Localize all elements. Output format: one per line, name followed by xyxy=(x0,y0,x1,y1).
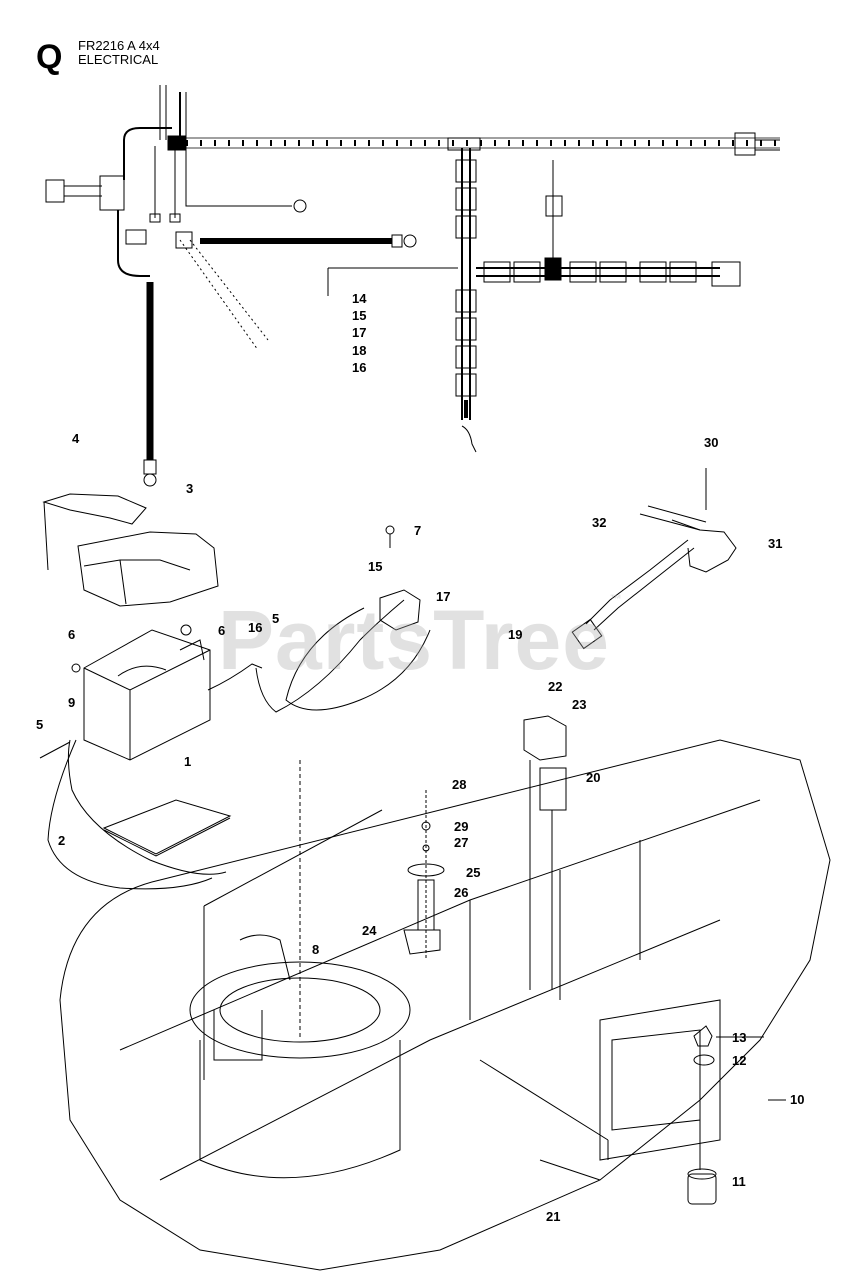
callout-22[interactable]: 22 xyxy=(548,679,563,694)
callout-24[interactable]: 24 xyxy=(362,923,377,938)
branch-sleeve-segments xyxy=(483,261,697,283)
section-title: ELECTRICAL xyxy=(78,52,159,67)
callout-17[interactable]: 17 xyxy=(352,325,367,340)
callout-6[interactable]: 6 xyxy=(68,627,76,642)
model-title: FR2216 A 4x4 xyxy=(78,38,160,53)
battery xyxy=(71,624,211,761)
switch-20 xyxy=(523,715,567,990)
callout-15-b[interactable]: 15 xyxy=(368,559,383,574)
callout-29[interactable]: 29 xyxy=(454,819,469,834)
callout-20[interactable]: 20 xyxy=(586,770,601,785)
switch-harness xyxy=(571,468,737,650)
knob-13-12 xyxy=(693,1025,764,1066)
wiring-harness xyxy=(45,85,780,487)
callout-11[interactable]: 11 xyxy=(732,1174,746,1189)
callout-4[interactable]: 4 xyxy=(72,431,80,446)
callout-30[interactable]: 30 xyxy=(704,435,719,450)
callout-14[interactable]: 14 xyxy=(352,291,367,306)
callout-16[interactable]: 16 xyxy=(352,360,367,375)
callout-17-b[interactable]: 17 xyxy=(436,589,451,604)
callout-32[interactable]: 32 xyxy=(592,515,607,530)
callout-13[interactable]: 13 xyxy=(732,1030,747,1045)
callout-5[interactable]: 5 xyxy=(272,611,280,626)
callout-8[interactable]: 8 xyxy=(312,942,320,957)
callout-19[interactable]: 19 xyxy=(508,627,523,642)
harness-sleeve-segments xyxy=(455,159,477,397)
callout-27[interactable]: 27 xyxy=(454,835,469,850)
callout-12[interactable]: 12 xyxy=(732,1053,747,1068)
watermark-text: PartsTree xyxy=(218,593,610,687)
callout-2[interactable]: 2 xyxy=(58,833,66,848)
callout-6-b[interactable]: 6 xyxy=(218,623,226,638)
callout-31[interactable]: 31 xyxy=(768,536,783,551)
battery-cover xyxy=(42,493,219,607)
screw-7 xyxy=(385,525,395,548)
callout-9[interactable]: 9 xyxy=(68,695,76,710)
callout-26[interactable]: 26 xyxy=(454,885,469,900)
callout-25[interactable]: 25 xyxy=(466,865,481,880)
solenoid xyxy=(285,589,431,711)
battery-cables xyxy=(39,599,405,890)
mounting-spring-assembly xyxy=(403,790,445,960)
rubber-bumper-11 xyxy=(687,1168,717,1205)
leader-lines xyxy=(203,760,701,1181)
callout-5-b[interactable]: 5 xyxy=(36,717,44,732)
callout-16-b[interactable]: 16 xyxy=(248,620,263,635)
callout-1[interactable]: 1 xyxy=(184,754,192,769)
partstree-watermark: PartsTree™ xyxy=(218,592,623,689)
callout-18[interactable]: 18 xyxy=(352,343,367,358)
callout-15[interactable]: 15 xyxy=(352,308,367,323)
battery-tray xyxy=(102,799,232,857)
callout-7[interactable]: 7 xyxy=(414,523,422,538)
callout-3[interactable]: 3 xyxy=(186,481,194,496)
callout-23[interactable]: 23 xyxy=(572,697,587,712)
callout-10[interactable]: 10 xyxy=(790,1092,805,1107)
callout-21[interactable]: 21 xyxy=(546,1209,561,1224)
section-letter: Q xyxy=(36,38,63,76)
tractor-frame xyxy=(59,739,831,1271)
callout-28[interactable]: 28 xyxy=(452,777,467,792)
watermark-mark: ™ xyxy=(609,592,623,606)
